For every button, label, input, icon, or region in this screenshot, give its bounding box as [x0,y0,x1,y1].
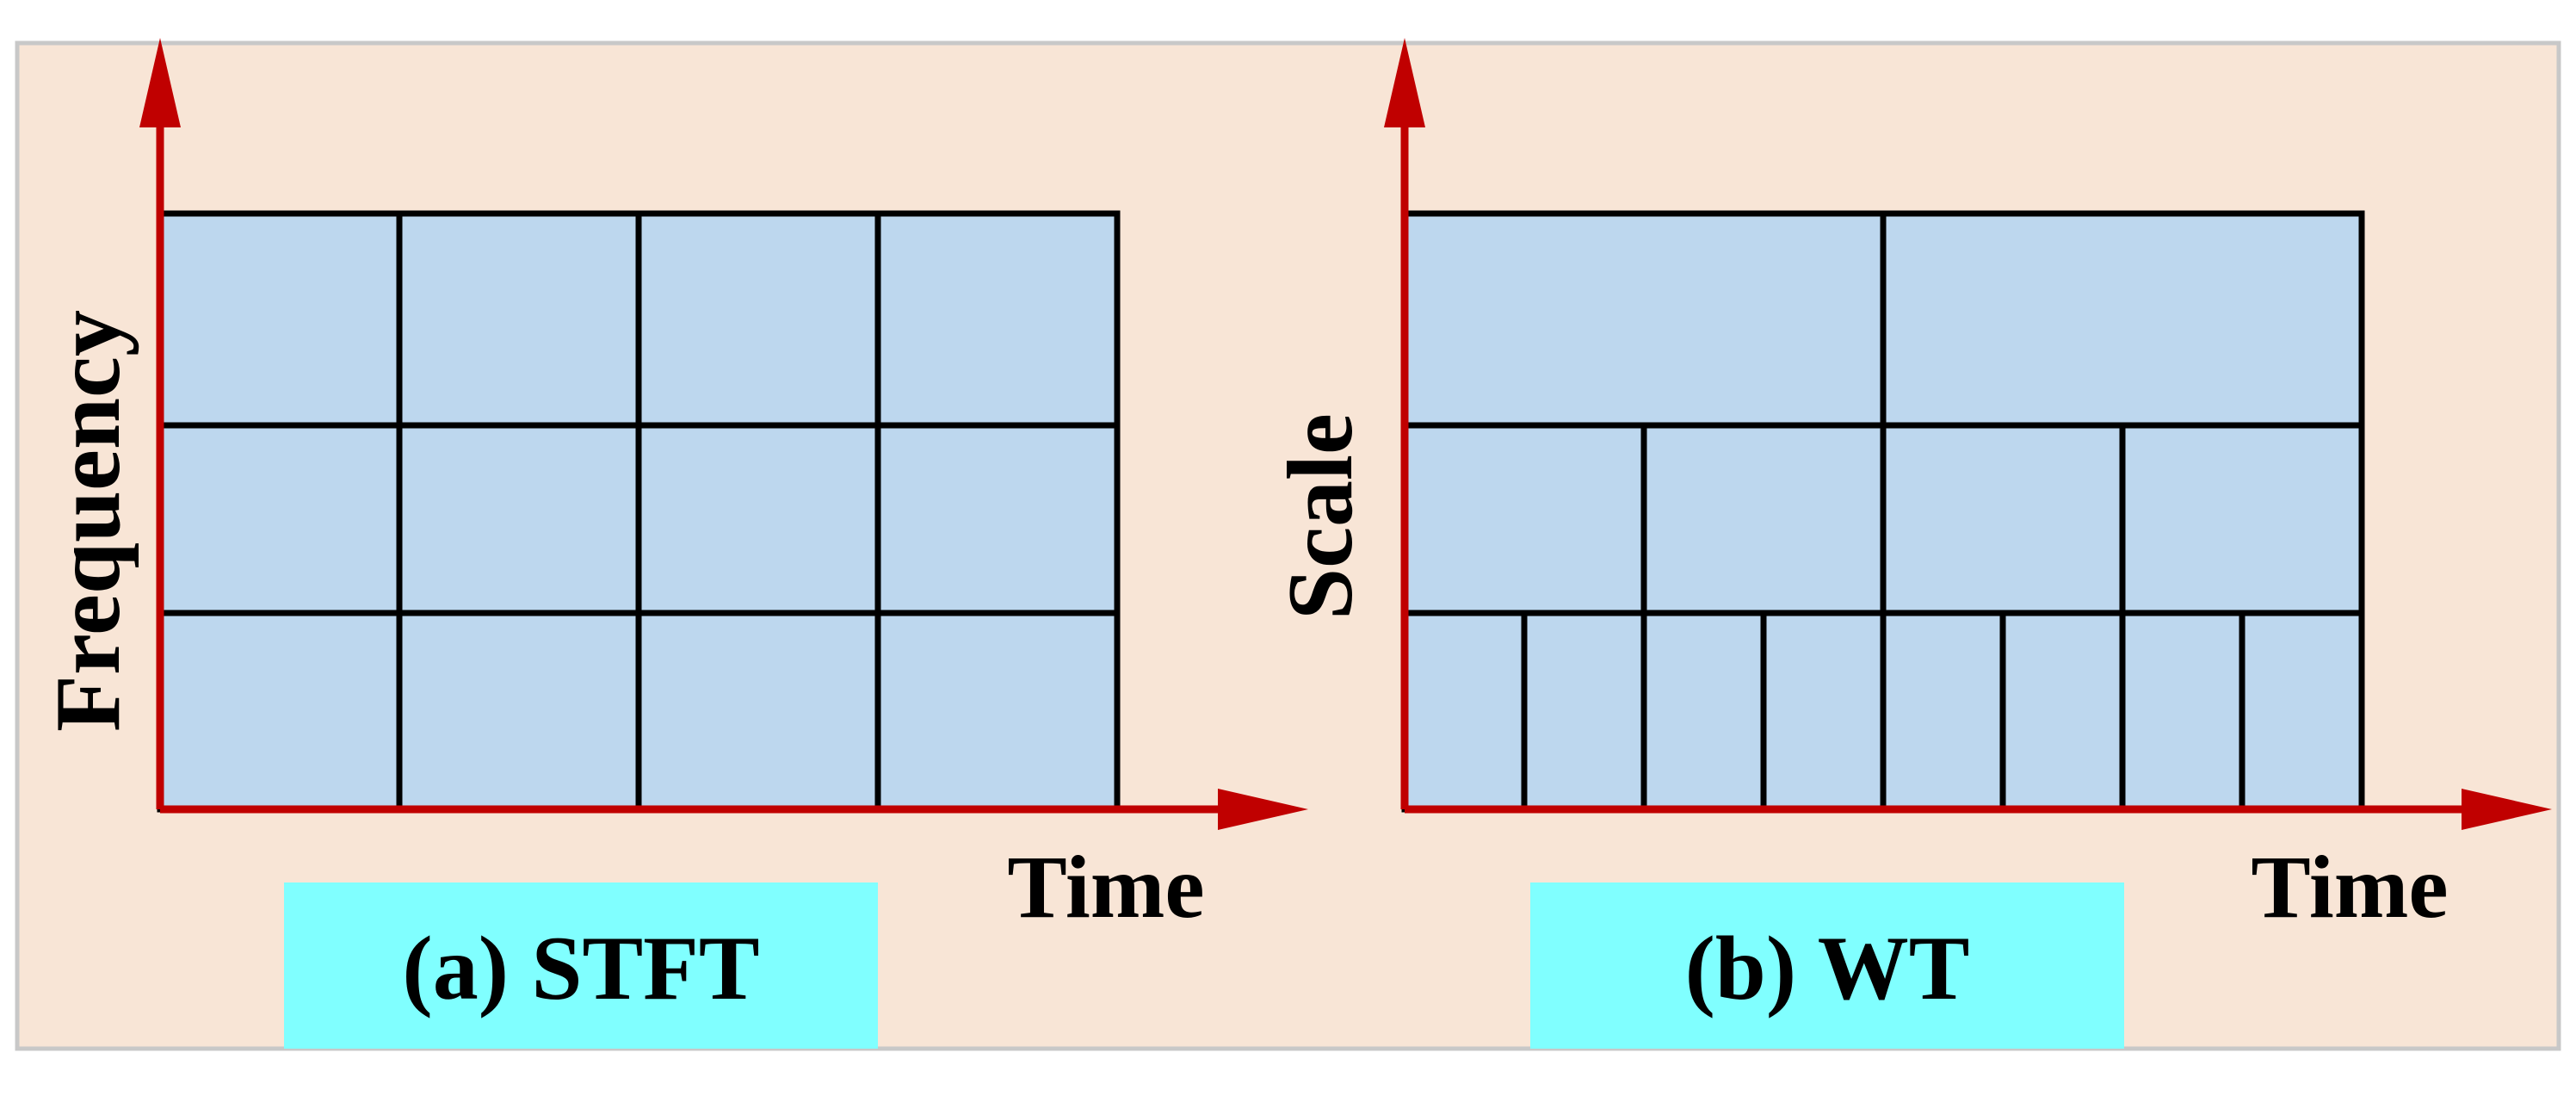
stft-cell [396,210,642,429]
wt-x-axis-arrow-icon [2462,789,2552,830]
wt-caption: (b) WT [1685,918,1970,1019]
stft-cell [635,210,881,429]
stft-cell [157,422,403,616]
stft-caption-box [284,882,878,1049]
wt-cell [1760,610,1887,813]
stft-x-axis-arrow-icon [1218,789,1308,830]
wt-y-axis-label: Scale [1269,413,1372,620]
wt-y-axis-arrow-icon [1384,38,1425,127]
wt-cell [1880,610,2006,813]
stft-cell [157,610,403,813]
stft-cell [157,210,403,429]
wt-caption-box [1530,882,2124,1049]
stft-cell [874,610,1121,813]
stft-cell [396,610,642,813]
wt-axes [1384,38,2552,830]
wt-tiling-grid [1401,210,2365,813]
wt-cell [2119,422,2365,616]
wt-cell [1640,422,1887,616]
wt-cell [1401,210,1887,429]
wt-cell [1880,422,2126,616]
wt-cell [1640,610,1767,813]
stft-tiling-grid [157,210,1121,813]
stft-cell [396,422,642,616]
wt-cell [2239,610,2365,813]
wt-cell [1401,610,1528,813]
stft-cell [635,610,881,813]
wt-cell [2119,610,2246,813]
stft-y-axis-arrow-icon [139,38,181,127]
wt-cell [1880,210,2365,429]
wt-cell [1999,610,2126,813]
stft-cell [874,210,1121,429]
stft-caption: (a) STFT [402,918,759,1019]
stft-axes [139,38,1308,830]
stft-cell [635,422,881,616]
wt-x-axis-label: Time [2251,838,2448,937]
stft-y-axis-label: Frequency [37,310,139,732]
stft-cell [874,422,1121,616]
stft-x-axis-label: Time [1007,838,1204,937]
wt-cell [1521,610,1647,813]
wt-cell [1401,422,1647,616]
